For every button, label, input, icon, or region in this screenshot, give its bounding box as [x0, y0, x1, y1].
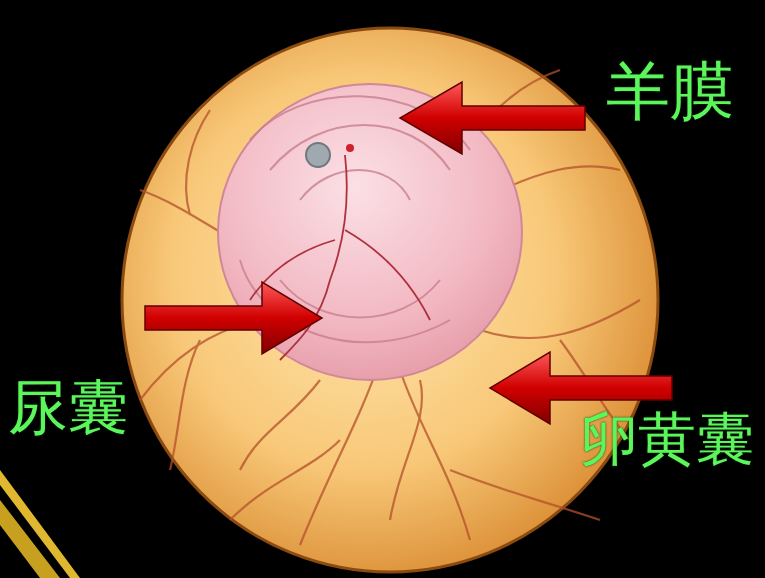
- corner-decoration: [0, 470, 80, 578]
- part-label: 羊膜: [606, 56, 734, 126]
- part-label: 卵黄囊: [580, 408, 754, 472]
- yolk-sphere: [122, 28, 658, 572]
- pointer-arrows: [145, 82, 672, 424]
- embryo: [306, 143, 330, 167]
- part-label: 尿囊: [8, 374, 128, 440]
- blood-vessels: [140, 70, 640, 545]
- heart: [346, 144, 354, 152]
